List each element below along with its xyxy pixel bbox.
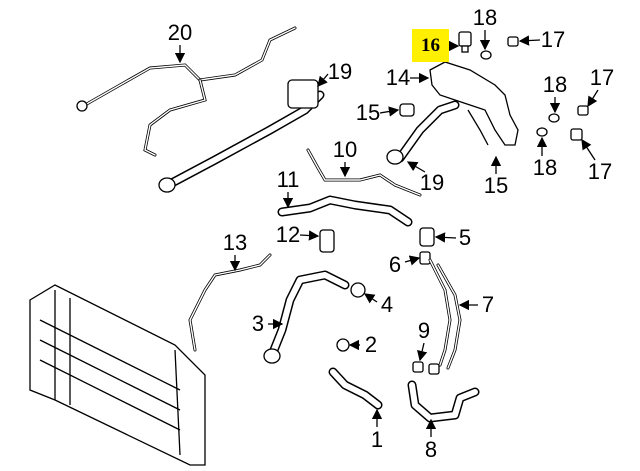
part-4-clamp [350, 282, 366, 298]
part-9-clip [412, 361, 424, 373]
callout-5: 5 [458, 225, 472, 250]
part-3-hose [263, 270, 350, 364]
callout-9: 9 [417, 318, 431, 343]
part-10-hose [306, 148, 422, 197]
callout-17: 17 [589, 65, 615, 90]
callout-4: 4 [380, 292, 394, 317]
part-8-pipe [407, 380, 480, 423]
callout-3: 3 [251, 311, 265, 336]
radiator [29, 284, 206, 466]
callout-14: 14 [385, 65, 411, 90]
part-5-connector [419, 227, 435, 247]
callout-1: 1 [370, 427, 384, 452]
part-12-bracket [319, 229, 335, 253]
callout-12: 12 [275, 222, 301, 247]
callout-18: 18 [472, 5, 498, 30]
callout-2: 2 [364, 332, 378, 357]
callout-15: 15 [355, 100, 381, 125]
part-16-temperature-sensor [458, 31, 472, 53]
callout-20: 20 [167, 20, 193, 45]
part-15-hose [386, 100, 489, 165]
part-9-clip [428, 363, 440, 375]
part-20-pipe [76, 26, 297, 157]
callout-17: 17 [540, 27, 566, 52]
callout-18: 18 [542, 72, 568, 97]
callout-17: 17 [587, 159, 613, 184]
callout-16-highlight[interactable]: 16 [412, 29, 449, 62]
callout-8: 8 [424, 437, 438, 462]
callout-19: 19 [419, 170, 445, 195]
callout-15: 15 [483, 173, 509, 198]
part-13-hose [188, 253, 272, 352]
part-11-hose [277, 195, 413, 227]
leader-arrows [174, 30, 599, 437]
callout-16-label: 16 [421, 34, 440, 56]
part-19-coolant-pipe [158, 79, 325, 193]
seals-and-plugs [480, 36, 589, 141]
callout-18: 18 [532, 155, 558, 180]
callout-19: 19 [327, 59, 353, 84]
callout-10: 10 [332, 137, 358, 162]
callout-13: 13 [222, 230, 248, 255]
callout-7: 7 [481, 292, 495, 317]
callout-11: 11 [276, 167, 300, 192]
part-2-clamp [336, 338, 350, 352]
part-1-hose [328, 367, 383, 410]
part-7-pipe [428, 258, 462, 370]
part-14-thermostat-housing [429, 61, 519, 146]
callout-6: 6 [388, 252, 402, 277]
part-6-clip [419, 251, 431, 265]
